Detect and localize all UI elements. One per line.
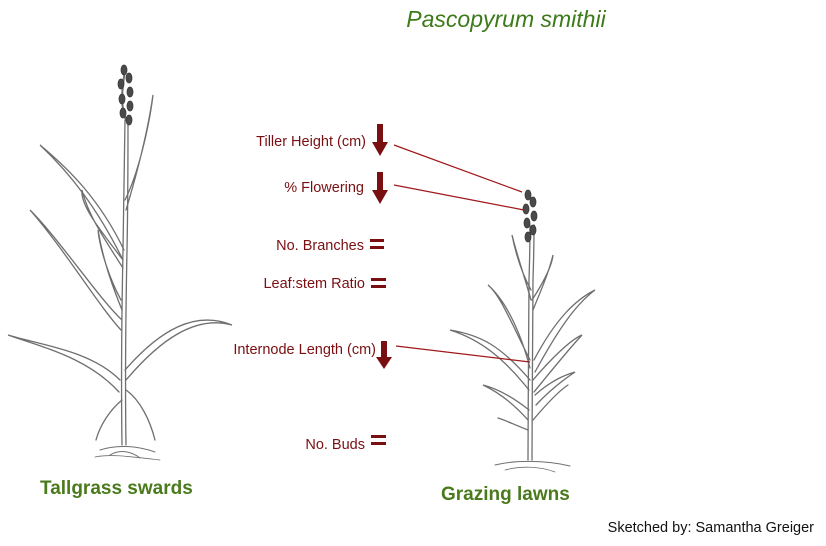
grazing-lawn-plant-sketch xyxy=(450,190,595,472)
connector-tiller-height xyxy=(394,145,522,192)
indicator-buds-equal xyxy=(371,435,386,445)
caption-grazing-lawns: Grazing lawns xyxy=(441,484,570,506)
trait-label-buds: No. Buds xyxy=(305,437,365,453)
tallgrass-plant-sketch xyxy=(8,65,232,460)
indicator-flowering xyxy=(372,172,388,204)
indicator-internode xyxy=(376,341,392,369)
indicator-tiller-height xyxy=(372,124,388,156)
caption-tallgrass: Tallgrass swards xyxy=(40,478,193,500)
connector-internode xyxy=(396,346,530,362)
trait-label-leafstem: Leaf:stem Ratio xyxy=(263,276,365,292)
connector-flowering xyxy=(394,185,524,210)
trait-label-tiller-height: Tiller Height (cm) xyxy=(256,134,366,150)
indicator-leafstem-equal xyxy=(371,278,386,288)
trait-label-branches: No. Branches xyxy=(276,238,364,254)
sketch-credit: Sketched by: Samantha Greiger xyxy=(608,520,814,536)
trait-label-internode: Internode Length (cm) xyxy=(233,342,376,358)
trait-label-flowering: % Flowering xyxy=(284,180,364,196)
indicator-branches-equal xyxy=(370,239,384,249)
